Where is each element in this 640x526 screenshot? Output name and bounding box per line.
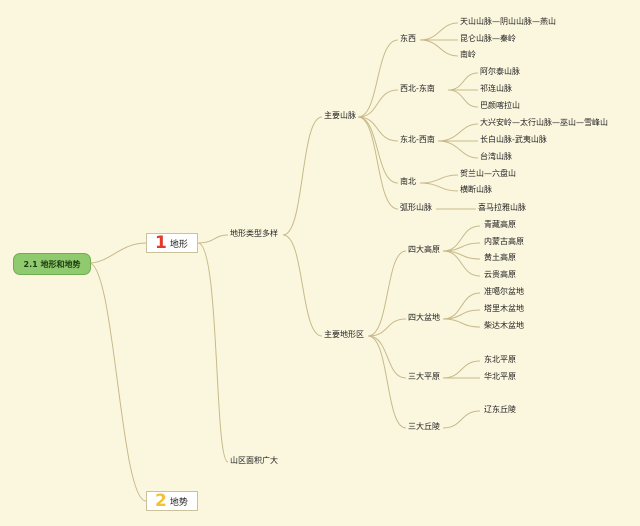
leaf-mountain[interactable]: 昆仑山脉—秦岭 bbox=[460, 34, 516, 43]
node-main-mountains[interactable]: 主要山脉 bbox=[324, 111, 356, 120]
node-northeast-southwest[interactable]: 东北-西南 bbox=[400, 135, 435, 144]
leaf-mountain[interactable]: 天山山脉—阴山山脉—燕山 bbox=[460, 17, 556, 26]
leaf-mountain[interactable]: 横断山脉 bbox=[460, 185, 492, 194]
leaf-mountain[interactable]: 贺兰山—六盘山 bbox=[460, 169, 516, 178]
leaf-landform[interactable]: 辽东丘陵 bbox=[484, 405, 516, 414]
leaf-mountain[interactable]: 台湾山脉 bbox=[480, 152, 512, 161]
node-four-plateaus[interactable]: 四大高原 bbox=[408, 245, 440, 254]
leaf-mountain[interactable]: 巴颜喀拉山 bbox=[480, 101, 520, 110]
topic-terrain-node[interactable]: 2 地势 bbox=[146, 491, 198, 511]
leaf-landform[interactable]: 青藏高原 bbox=[484, 220, 516, 229]
root-node[interactable]: 2.1 地形和地势 bbox=[13, 253, 91, 275]
leaf-landform[interactable]: 内蒙古高原 bbox=[484, 237, 524, 246]
leaf-landform[interactable]: 柴达木盆地 bbox=[484, 321, 524, 330]
node-northwest-southeast[interactable]: 西北-东南 bbox=[400, 84, 435, 93]
leaf-mountain[interactable]: 阿尔泰山脉 bbox=[480, 67, 520, 76]
leaf-landform[interactable]: 东北平原 bbox=[484, 355, 516, 364]
topic-terrain-label: 地势 bbox=[169, 497, 188, 508]
leaf-landform[interactable]: 准噶尔盆地 bbox=[484, 287, 524, 296]
leaf-mountain[interactable]: 喜马拉雅山脉 bbox=[478, 203, 526, 212]
node-arc-mountains[interactable]: 弧形山脉 bbox=[400, 203, 432, 212]
number-one-badge: 1 bbox=[155, 233, 167, 253]
leaf-landform[interactable]: 华北平原 bbox=[484, 372, 516, 381]
leaf-mountain[interactable]: 南岭 bbox=[460, 50, 476, 59]
leaf-landform[interactable]: 塔里木盆地 bbox=[484, 304, 524, 313]
node-east-west[interactable]: 东西 bbox=[400, 34, 416, 43]
node-north-south[interactable]: 南北 bbox=[400, 177, 416, 186]
number-two-badge: 2 bbox=[155, 491, 167, 511]
topic-landform-label: 地形 bbox=[169, 239, 188, 250]
node-three-plains[interactable]: 三大平原 bbox=[408, 372, 440, 381]
leaf-mountain[interactable]: 大兴安岭—太行山脉—巫山—雪峰山 bbox=[480, 118, 608, 127]
node-three-hills[interactable]: 三大丘陵 bbox=[408, 422, 440, 431]
node-main-landforms[interactable]: 主要地形区 bbox=[324, 330, 364, 339]
leaf-landform[interactable]: 云贵高原 bbox=[484, 270, 516, 279]
node-landform-types[interactable]: 地形类型多样 bbox=[230, 229, 278, 238]
node-mountain-area[interactable]: 山区面积广大 bbox=[230, 456, 278, 465]
leaf-mountain[interactable]: 长白山脉-武夷山脉 bbox=[480, 135, 547, 144]
leaf-landform[interactable]: 黄土高原 bbox=[484, 253, 516, 262]
leaf-mountain[interactable]: 祁连山脉 bbox=[480, 84, 512, 93]
node-four-basins[interactable]: 四大盆地 bbox=[408, 313, 440, 322]
topic-landform-node[interactable]: 1 地形 bbox=[146, 233, 198, 253]
